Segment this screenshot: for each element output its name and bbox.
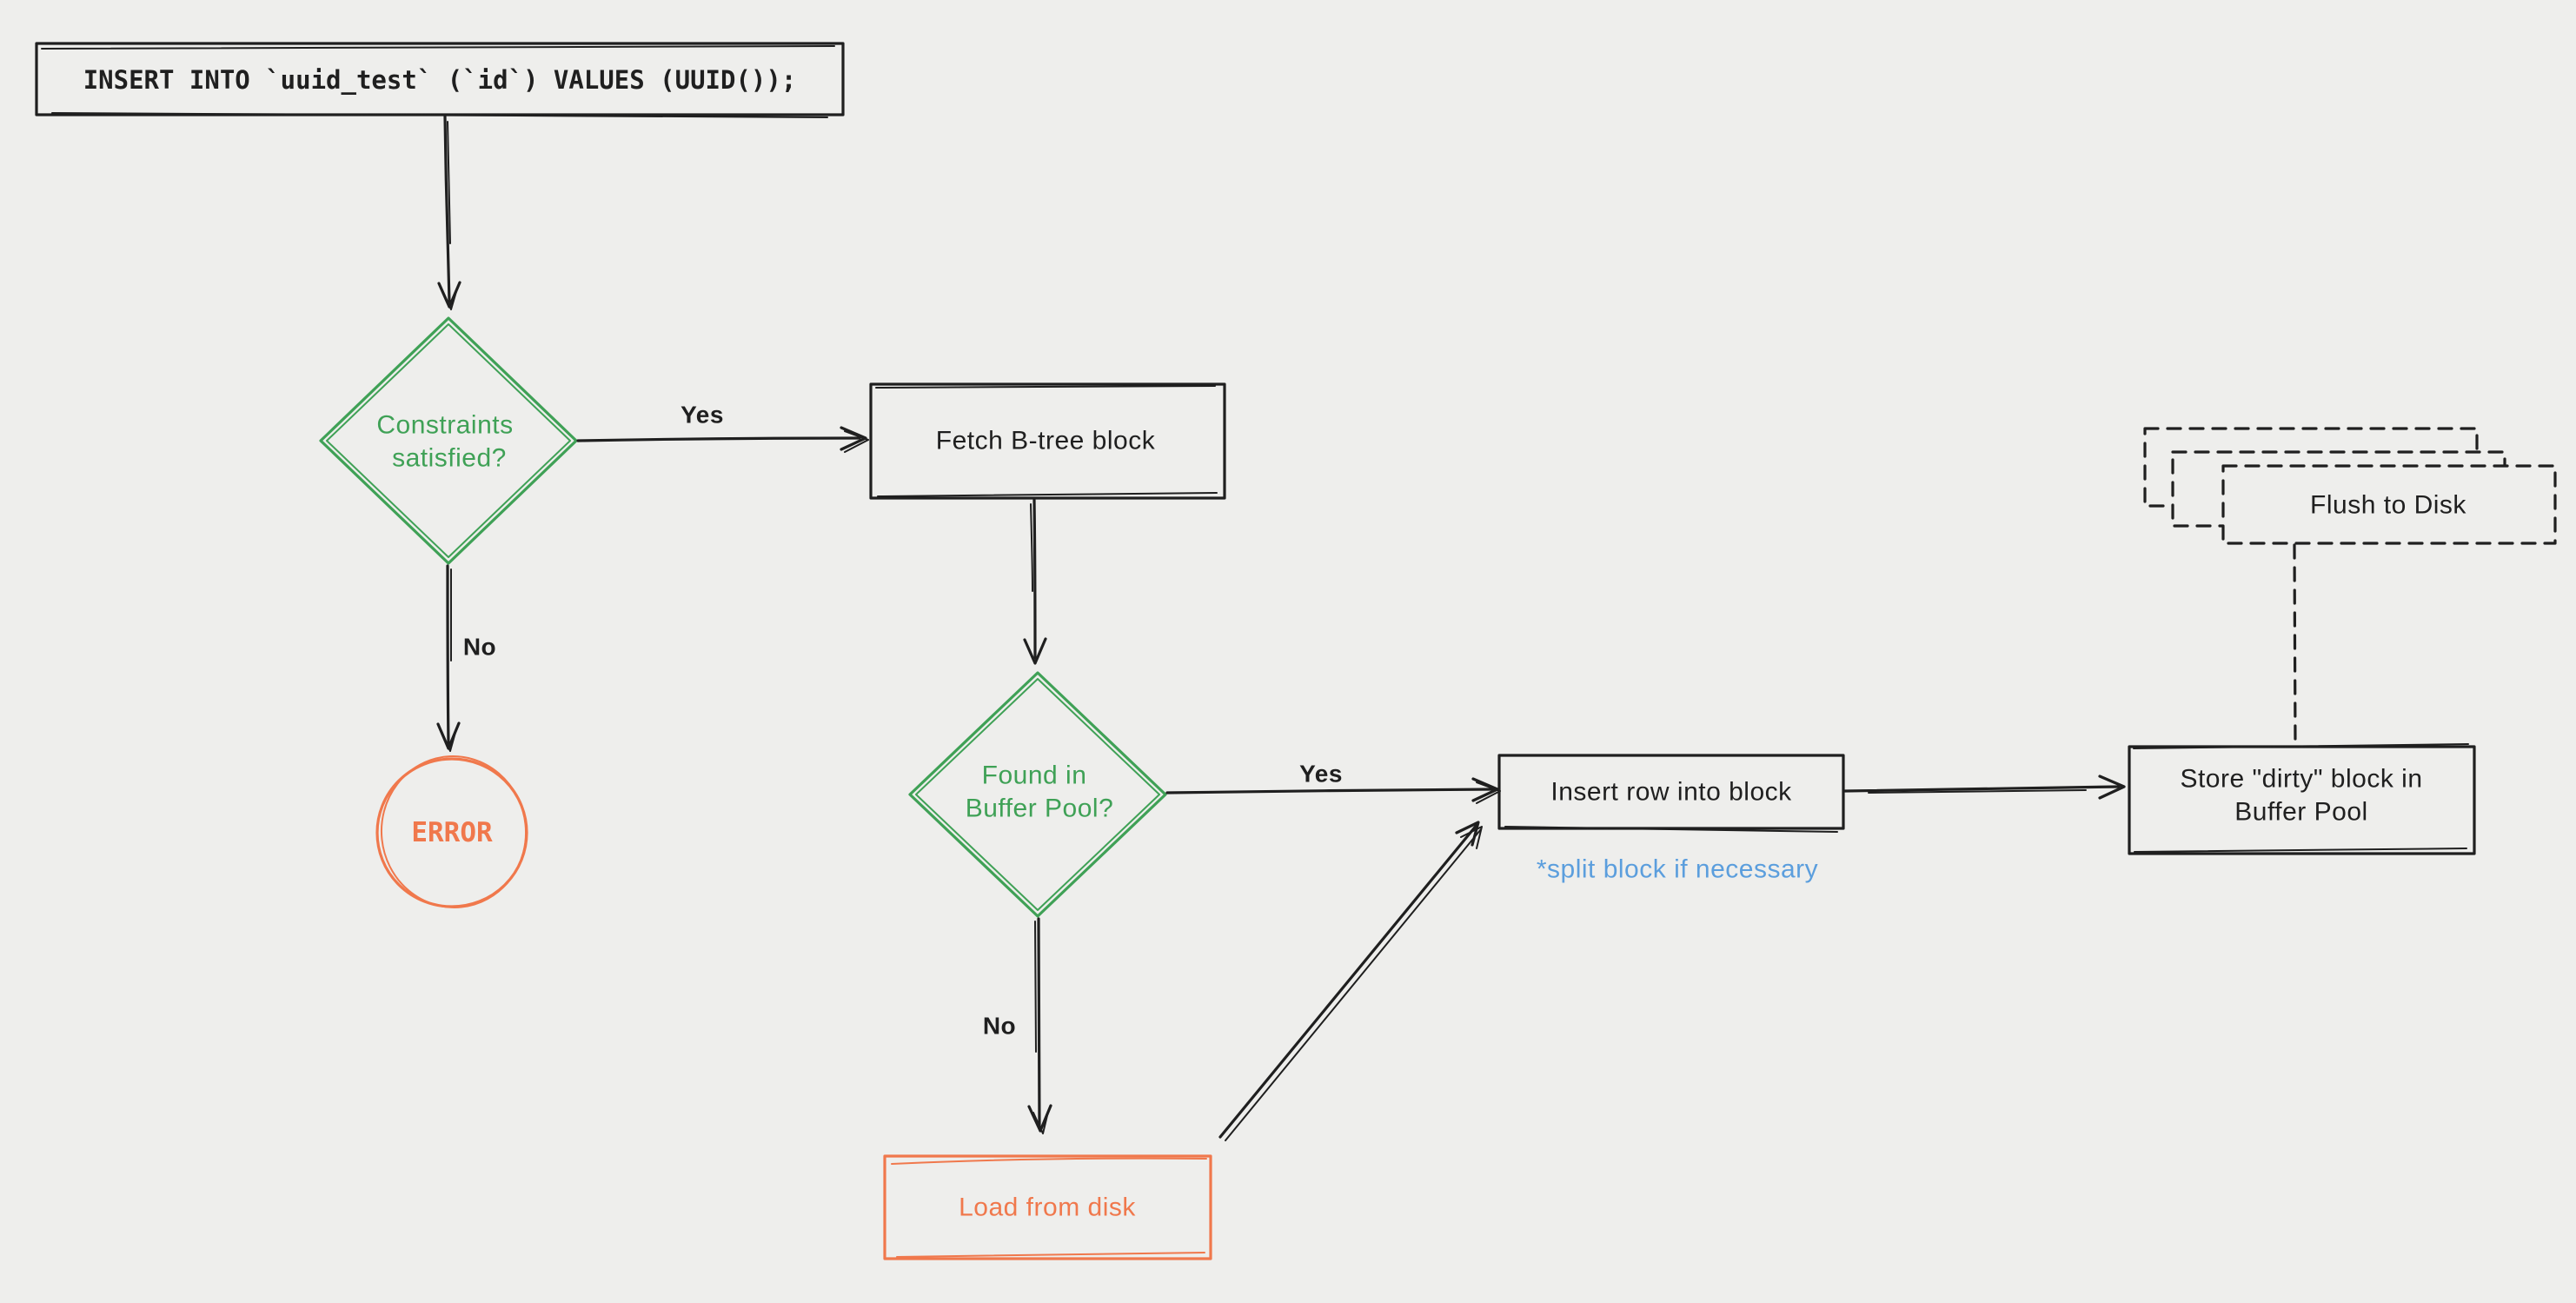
sql-label: INSERT INTO `uuid_test` (`id`) VALUES (U… (83, 65, 797, 95)
store-label-line2: Buffer Pool (2234, 798, 2367, 827)
edge-label-yes: Yes (1299, 761, 1343, 788)
arrowhead-down-icon (442, 288, 458, 310)
found-label-line1: Found in (982, 761, 1087, 790)
insert-box-overdraw (1504, 826, 1838, 833)
sql-box-overdraw-top (41, 45, 835, 50)
arrowhead-diagonal-icon (1460, 826, 1483, 849)
arrowhead-right-icon (2098, 774, 2126, 800)
edge-flush-to-store-dashed (2293, 543, 2297, 747)
load-box (883, 1154, 1212, 1260)
constraints-diamond (319, 316, 578, 565)
load-box-overdraw-top (891, 1157, 1207, 1165)
arrowhead-diagonal-icon (1455, 821, 1480, 847)
fetch-label: Fetch B-tree block (936, 427, 1156, 455)
edge-label-yes: Yes (681, 402, 724, 429)
edge-shaft-double (1225, 828, 1482, 1141)
flush-label: Flush to Disk (2310, 491, 2466, 520)
fetch-box (869, 382, 1226, 500)
store-box-overdraw-bottom (2134, 848, 2467, 853)
arrowhead-right-icon (840, 426, 867, 451)
arrowhead-down-icon (1027, 1104, 1052, 1133)
edge-load-to-insert (1218, 821, 1483, 1141)
edge-shaft-double (1030, 503, 1033, 592)
arrowhead-down-icon (441, 728, 457, 752)
found-diamond (908, 671, 1167, 918)
edge-insert-to-store (1843, 774, 2126, 800)
arrowhead-right-icon (1476, 781, 1501, 804)
arrowhead-down-icon (1032, 1111, 1049, 1134)
arrowhead-right-icon (844, 430, 869, 453)
constraints-label-line2: satisfied? (392, 444, 507, 473)
edge-shaft (576, 436, 861, 442)
store-label-line1: Store "dirty" block in (2180, 765, 2422, 794)
split-note: *split block if necessary (1537, 855, 1818, 884)
fetch-box-overdraw (877, 492, 1218, 497)
node-sql: INSERT INTO `uuid_test` (`id`) VALUES (U… (35, 42, 845, 118)
store-box-overdraw-top (2133, 743, 2469, 749)
sql-box-overdraw-bottom (51, 112, 828, 118)
edge-label-no: No (983, 1013, 1016, 1040)
node-insert: Insert row into block (1497, 754, 1845, 833)
edge-shaft (1032, 498, 1037, 660)
node-flush-stack: Flush to Disk (2143, 427, 2557, 545)
node-load: Load from disk (883, 1154, 1212, 1260)
insert-label: Insert row into block (1550, 778, 1792, 807)
edge-found-no: No (983, 917, 1052, 1134)
edge-sql-to-constraints (437, 115, 461, 310)
arrowhead-right-icon (1471, 777, 1499, 802)
node-store: Store "dirty" block in Buffer Pool (2128, 743, 2476, 855)
edge-shaft (1843, 785, 2121, 793)
edge-shaft (1218, 822, 1479, 1139)
node-constraints: Constraints satisfied? (319, 316, 578, 565)
node-found: Found in Buffer Pool? (908, 671, 1167, 918)
edge-label-no: No (463, 634, 496, 661)
edge-found-yes: Yes (1165, 761, 1501, 804)
node-error: ERROR (375, 755, 528, 908)
arrowhead-down-icon (1023, 637, 1047, 665)
edge-shaft-double (447, 121, 451, 244)
constraints-label-line1: Constraints (376, 411, 513, 440)
edge-fetch-to-found (1023, 498, 1047, 665)
fetch-box-overdraw-top (875, 385, 1216, 389)
found-label-line2: Buffer Pool? (966, 794, 1114, 823)
edge-shaft-double (1034, 921, 1037, 1053)
flush-box-front (2221, 464, 2557, 545)
error-label: ERROR (411, 817, 493, 848)
constraints-diamond-overdraw (326, 323, 571, 558)
edge-shaft-double (1868, 789, 2087, 794)
edge-constraints-yes: Yes (576, 402, 869, 453)
error-circle-overdraw (380, 755, 528, 908)
load-label: Load from disk (959, 1193, 1136, 1222)
load-box-overdraw-bottom (896, 1252, 1205, 1258)
found-diamond-overdraw (915, 678, 1160, 911)
edge-shaft (443, 115, 451, 303)
node-fetch: Fetch B-tree block (869, 382, 1226, 500)
edge-shaft (1165, 788, 1494, 794)
edge-constraints-no: No (436, 564, 496, 752)
